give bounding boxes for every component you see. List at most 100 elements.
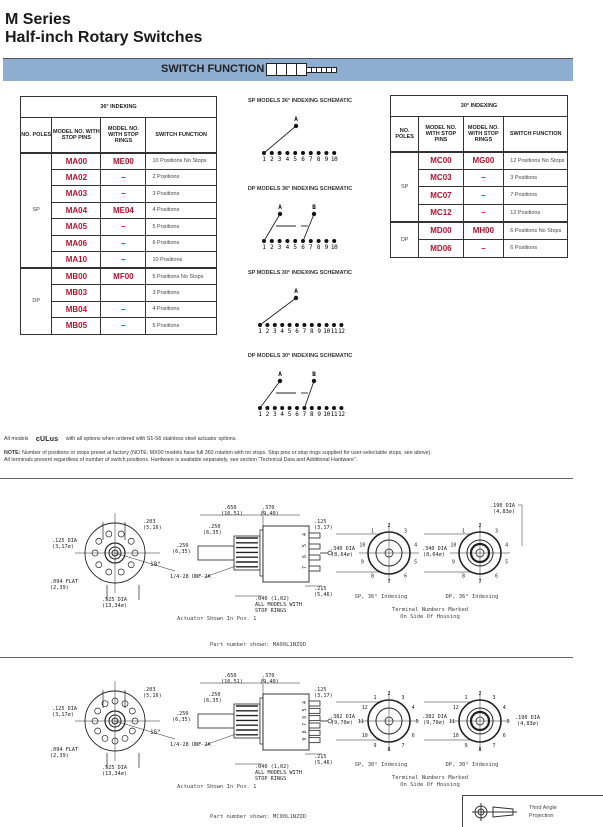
contact-number: 10 — [323, 328, 330, 335]
terminal-note: Terminal Numbers Marked — [392, 775, 468, 781]
contact-dot — [287, 406, 292, 410]
terminal-number: 8 — [387, 747, 390, 753]
table-row: MA05–5 Positions — [21, 218, 217, 236]
dimension-label: (9,70⌀) — [331, 720, 353, 726]
terminal-number: 12 — [453, 705, 459, 711]
dimension-label: .203 — [143, 687, 156, 693]
terminal-number: 7 — [302, 566, 308, 569]
actuator-caption: Actuator Shown In Pos. 1 — [177, 784, 256, 790]
contact-dot — [324, 151, 329, 155]
table-row: MD06–6 Positions — [391, 238, 568, 258]
pole-label: A — [294, 116, 298, 123]
contact-number: 4 — [286, 244, 290, 251]
contact-number: 3 — [278, 244, 282, 251]
dimension-label: .650 — [224, 673, 237, 679]
terminal-number: 7 — [302, 723, 308, 726]
contact-number: 7 — [309, 244, 313, 251]
contact-dot — [308, 151, 313, 155]
terminal-note: On Side Of Housing — [400, 614, 460, 620]
dimension-label: .203 — [143, 519, 156, 525]
dimension-label: (3,17⌀) — [52, 544, 74, 550]
contact-dot — [295, 406, 299, 410]
poles-cell: SP — [389, 150, 420, 223]
terminal-number: 7 — [478, 579, 481, 585]
contact-number: 2 — [266, 328, 270, 335]
contact-number: 5 — [288, 411, 292, 418]
contact-dot — [332, 406, 336, 410]
contact-number: 1 — [262, 244, 266, 251]
col-stop-rings: MODEL NO. WITH STOP RINGS — [462, 116, 505, 152]
dimension-label: .382 DIA — [422, 714, 448, 720]
part-number-shown: Part number shown: MA00L1NZQD — [210, 642, 306, 648]
table-row: MA02–2 Positions — [21, 168, 217, 186]
dimension-label: 1/4-28 UNF-2A — [170, 574, 211, 580]
terminal-number: 10 — [450, 542, 456, 548]
wiper-line — [259, 297, 297, 326]
contact-number: 6 — [295, 328, 299, 335]
table-title: 30° INDEXING — [390, 95, 568, 117]
wiper-line — [263, 213, 281, 242]
terminal-number: 2 — [387, 691, 390, 697]
switch-function: 6 Positions — [503, 238, 568, 258]
wiper-line — [259, 380, 281, 409]
contact-number: 8 — [310, 411, 314, 418]
projection-label: Third Angle — [529, 805, 557, 811]
dimension-label: .250 — [208, 692, 221, 698]
contact-dot — [339, 323, 344, 327]
dimension-label: ALL MODELS WITH — [255, 770, 302, 776]
contact-number: 7 — [303, 411, 307, 418]
dimension-label: .040 (1,02) — [255, 596, 289, 602]
pole-label: A — [278, 204, 282, 211]
contact-number: 7 — [303, 328, 307, 335]
col-poles: NO. POLES — [19, 117, 53, 153]
contact-dot — [265, 323, 270, 327]
dimension-label: .340 DIA — [330, 546, 356, 552]
dimension-label: .250 — [208, 524, 221, 530]
terminal-number: 8 — [302, 730, 308, 733]
dimension-label: (13,34⌀) — [102, 603, 127, 609]
model-stop-rings: – — [100, 317, 147, 335]
terminal-number: 10 — [362, 733, 368, 739]
view-caption: SP, 36° Indexing — [355, 594, 408, 600]
drawing-set: .203(5,16).125 DIA(3,17⌀).094 FLAT(2,39)… — [50, 673, 541, 820]
contact-dot — [293, 151, 298, 155]
terminal-note: Terminal Numbers Marked — [392, 607, 468, 613]
contact-number: 1 — [262, 156, 266, 163]
dimension-label: (2,39) — [50, 585, 69, 591]
dimension-label: (16,51) — [221, 679, 243, 685]
contact-number: 8 — [310, 328, 314, 335]
schematic-title: DP MODELS 30° INDEXING SCHEMATIC — [247, 353, 353, 359]
contact-dot — [317, 406, 322, 410]
contact-dot — [324, 239, 329, 243]
wiper-line — [303, 380, 315, 409]
contact-number: 10 — [323, 411, 330, 418]
dimension-label: (4,83⌀) — [517, 721, 539, 727]
contact-dot — [317, 323, 322, 327]
dimension-label: (6,35) — [172, 717, 191, 723]
terminal-number: 9 — [452, 560, 455, 566]
dimension-label: .125 DIA — [52, 706, 78, 712]
projection-symbol-icon — [472, 803, 517, 821]
contact-number: 10 — [331, 156, 338, 163]
dimension-label: (4,83⌀) — [493, 509, 515, 515]
terminal-number: 9 — [464, 743, 467, 749]
contact-number: 5 — [288, 328, 292, 335]
col-stop-rings: MODEL NO. WITH STOP RINGS — [100, 117, 147, 153]
schematic-title: DP MODELS 36° INDEXING SCHEMATIC — [247, 186, 353, 192]
dimension-label: ALL MODELS WITH — [255, 602, 302, 608]
part-code-boxes — [266, 63, 337, 76]
terminal-number: 8 — [462, 574, 465, 580]
contact-dot — [280, 406, 285, 410]
table-row: MA03–3 Positions — [21, 185, 217, 203]
contact-number: 6 — [295, 411, 299, 418]
